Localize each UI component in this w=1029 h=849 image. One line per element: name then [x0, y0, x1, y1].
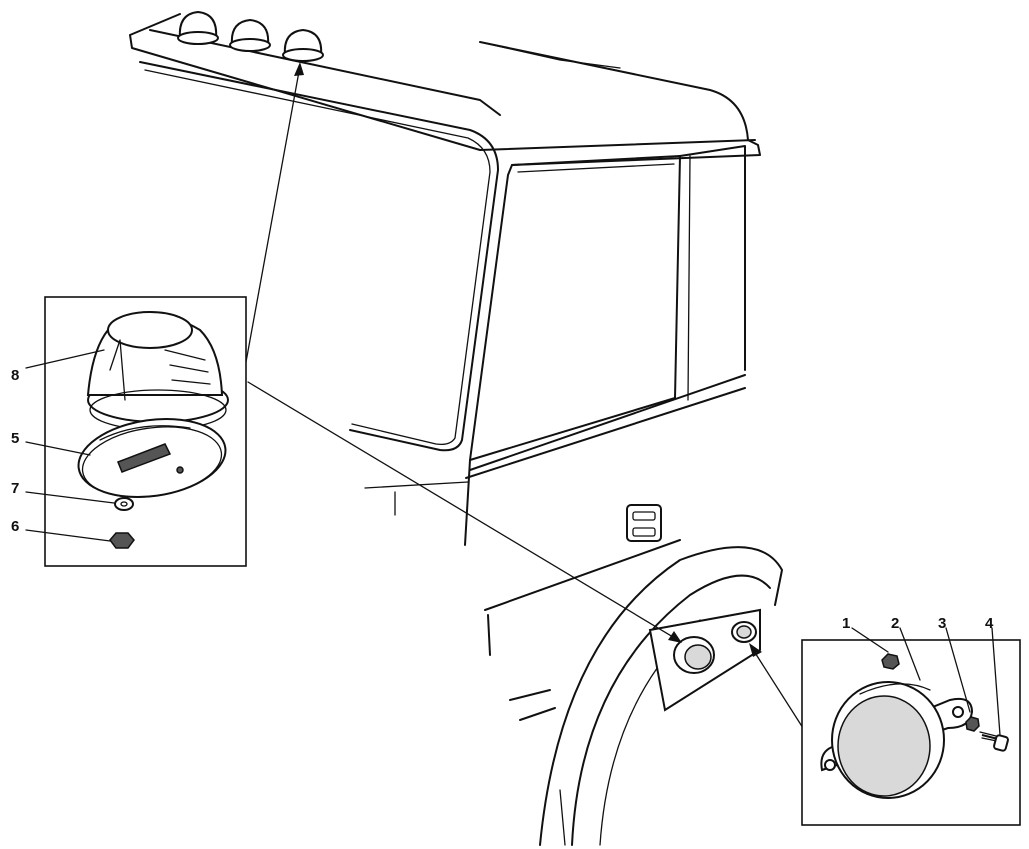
callout-1: 1	[842, 615, 850, 632]
leader-3	[945, 627, 971, 713]
leader-7	[25, 491, 115, 504]
arrow-to-reflector	[751, 647, 804, 729]
truck-cab	[129, 13, 761, 846]
leader-2	[899, 627, 921, 681]
callout-3: 3	[938, 615, 946, 632]
side-marker-lamp	[673, 636, 715, 674]
callout-6: 6	[11, 518, 19, 535]
roof-lamp-1	[177, 10, 219, 45]
leader-6	[25, 529, 111, 542]
leader-4	[991, 627, 1001, 736]
reflector-assembly	[820, 681, 974, 799]
inset-marker-lamp: 8 5 7 6	[11, 296, 247, 567]
callout-5: 5	[11, 430, 19, 447]
lamp-base-plate	[77, 417, 227, 499]
roof-lamp-3	[282, 28, 324, 62]
roof-marker-lamps	[177, 10, 324, 62]
callout-7: 7	[11, 480, 19, 497]
part-4-screw	[979, 731, 1009, 752]
side-reflector	[731, 621, 757, 643]
lamp-lens-housing	[86, 311, 229, 431]
leader-5	[25, 441, 91, 456]
part-3-nut	[965, 716, 980, 732]
wheel-arch	[539, 546, 783, 846]
nut	[109, 532, 135, 549]
callout-8: 8	[11, 367, 19, 384]
callout-2: 2	[891, 615, 899, 632]
roof-lamp-2	[229, 18, 271, 52]
arrow-to-side-lamp	[247, 381, 679, 641]
inset-reflector: 1 2 3 4	[801, 615, 1021, 826]
leader-8	[25, 349, 105, 369]
arrow-to-roof-lamp	[245, 65, 301, 363]
part-1-nut	[881, 653, 900, 670]
callout-4: 4	[985, 615, 994, 632]
washer	[114, 497, 134, 511]
leader-arrows	[245, 62, 804, 729]
leader-1	[851, 627, 889, 653]
